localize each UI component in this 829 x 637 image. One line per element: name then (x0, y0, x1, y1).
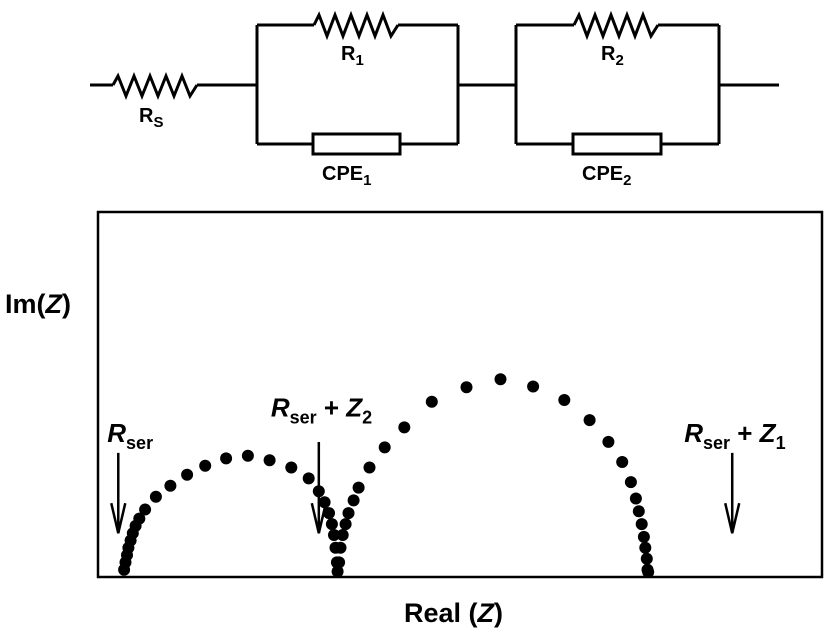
annotations: Rser Rser + Z2 Rser + Z1 (107, 392, 786, 534)
data-points (118, 373, 655, 578)
annotation-rser-z2: Rser + Z2 (271, 392, 372, 534)
cpe1-element (311, 132, 402, 156)
data-point (199, 459, 212, 472)
data-point (363, 461, 376, 474)
label-cpe1: CPE1 (322, 163, 371, 189)
annotation-rser: Rser (107, 418, 153, 534)
data-point (342, 507, 355, 520)
y-axis-label: Im(Z) (5, 289, 71, 319)
resistor-r2 (572, 10, 660, 41)
cpe2-element (571, 132, 663, 156)
annotation-label: Rser + Z2 (271, 392, 372, 427)
data-point (336, 529, 349, 541)
label-rs: RS (139, 105, 163, 131)
annotation-label: Rser (107, 418, 153, 453)
arrow-head-icon (724, 502, 741, 534)
data-point (639, 541, 652, 554)
data-point (133, 512, 146, 525)
data-point (637, 530, 650, 543)
data-point (263, 454, 276, 467)
data-point (425, 395, 438, 408)
data-point (378, 441, 391, 454)
data-point (642, 566, 655, 578)
data-point (398, 421, 411, 434)
data-point (318, 496, 331, 509)
data-point (616, 456, 629, 468)
data-point (181, 468, 194, 481)
data-point (334, 541, 347, 554)
data-point (139, 503, 152, 516)
data-point (325, 518, 338, 531)
data-point (632, 505, 645, 518)
x-axis-label: Real (Z) (404, 598, 503, 628)
plot-frame (96, 210, 824, 579)
data-point (347, 494, 360, 507)
data-point (624, 476, 637, 489)
data-point (602, 435, 615, 448)
data-point (583, 414, 596, 427)
data-point (164, 479, 177, 492)
label-r2: R2 (601, 43, 624, 69)
arrow-head-icon (110, 502, 127, 534)
data-point (339, 518, 352, 531)
data-point (629, 492, 642, 505)
data-point (558, 394, 571, 406)
resistor-r1 (312, 10, 400, 41)
data-point (333, 556, 346, 569)
resistor-rs (111, 71, 199, 101)
data-point (241, 449, 254, 462)
equivalent-circuit (90, 10, 779, 156)
data-point (460, 381, 473, 394)
data-point (149, 490, 162, 503)
data-point (328, 529, 340, 541)
annotation-rser-z1: Rser + Z1 (684, 418, 786, 534)
data-point (352, 481, 365, 494)
data-point (331, 565, 344, 578)
data-point (494, 373, 507, 386)
data-point (527, 380, 540, 393)
data-point (285, 461, 298, 474)
data-point (323, 507, 335, 520)
data-point (302, 472, 315, 485)
label-cpe2: CPE2 (582, 163, 631, 189)
data-point (220, 452, 233, 465)
annotation-label: Rser + Z1 (684, 418, 785, 453)
label-r1: R1 (341, 43, 364, 69)
data-point (635, 518, 648, 531)
arrow-head-icon (310, 502, 328, 534)
data-point (640, 552, 653, 565)
